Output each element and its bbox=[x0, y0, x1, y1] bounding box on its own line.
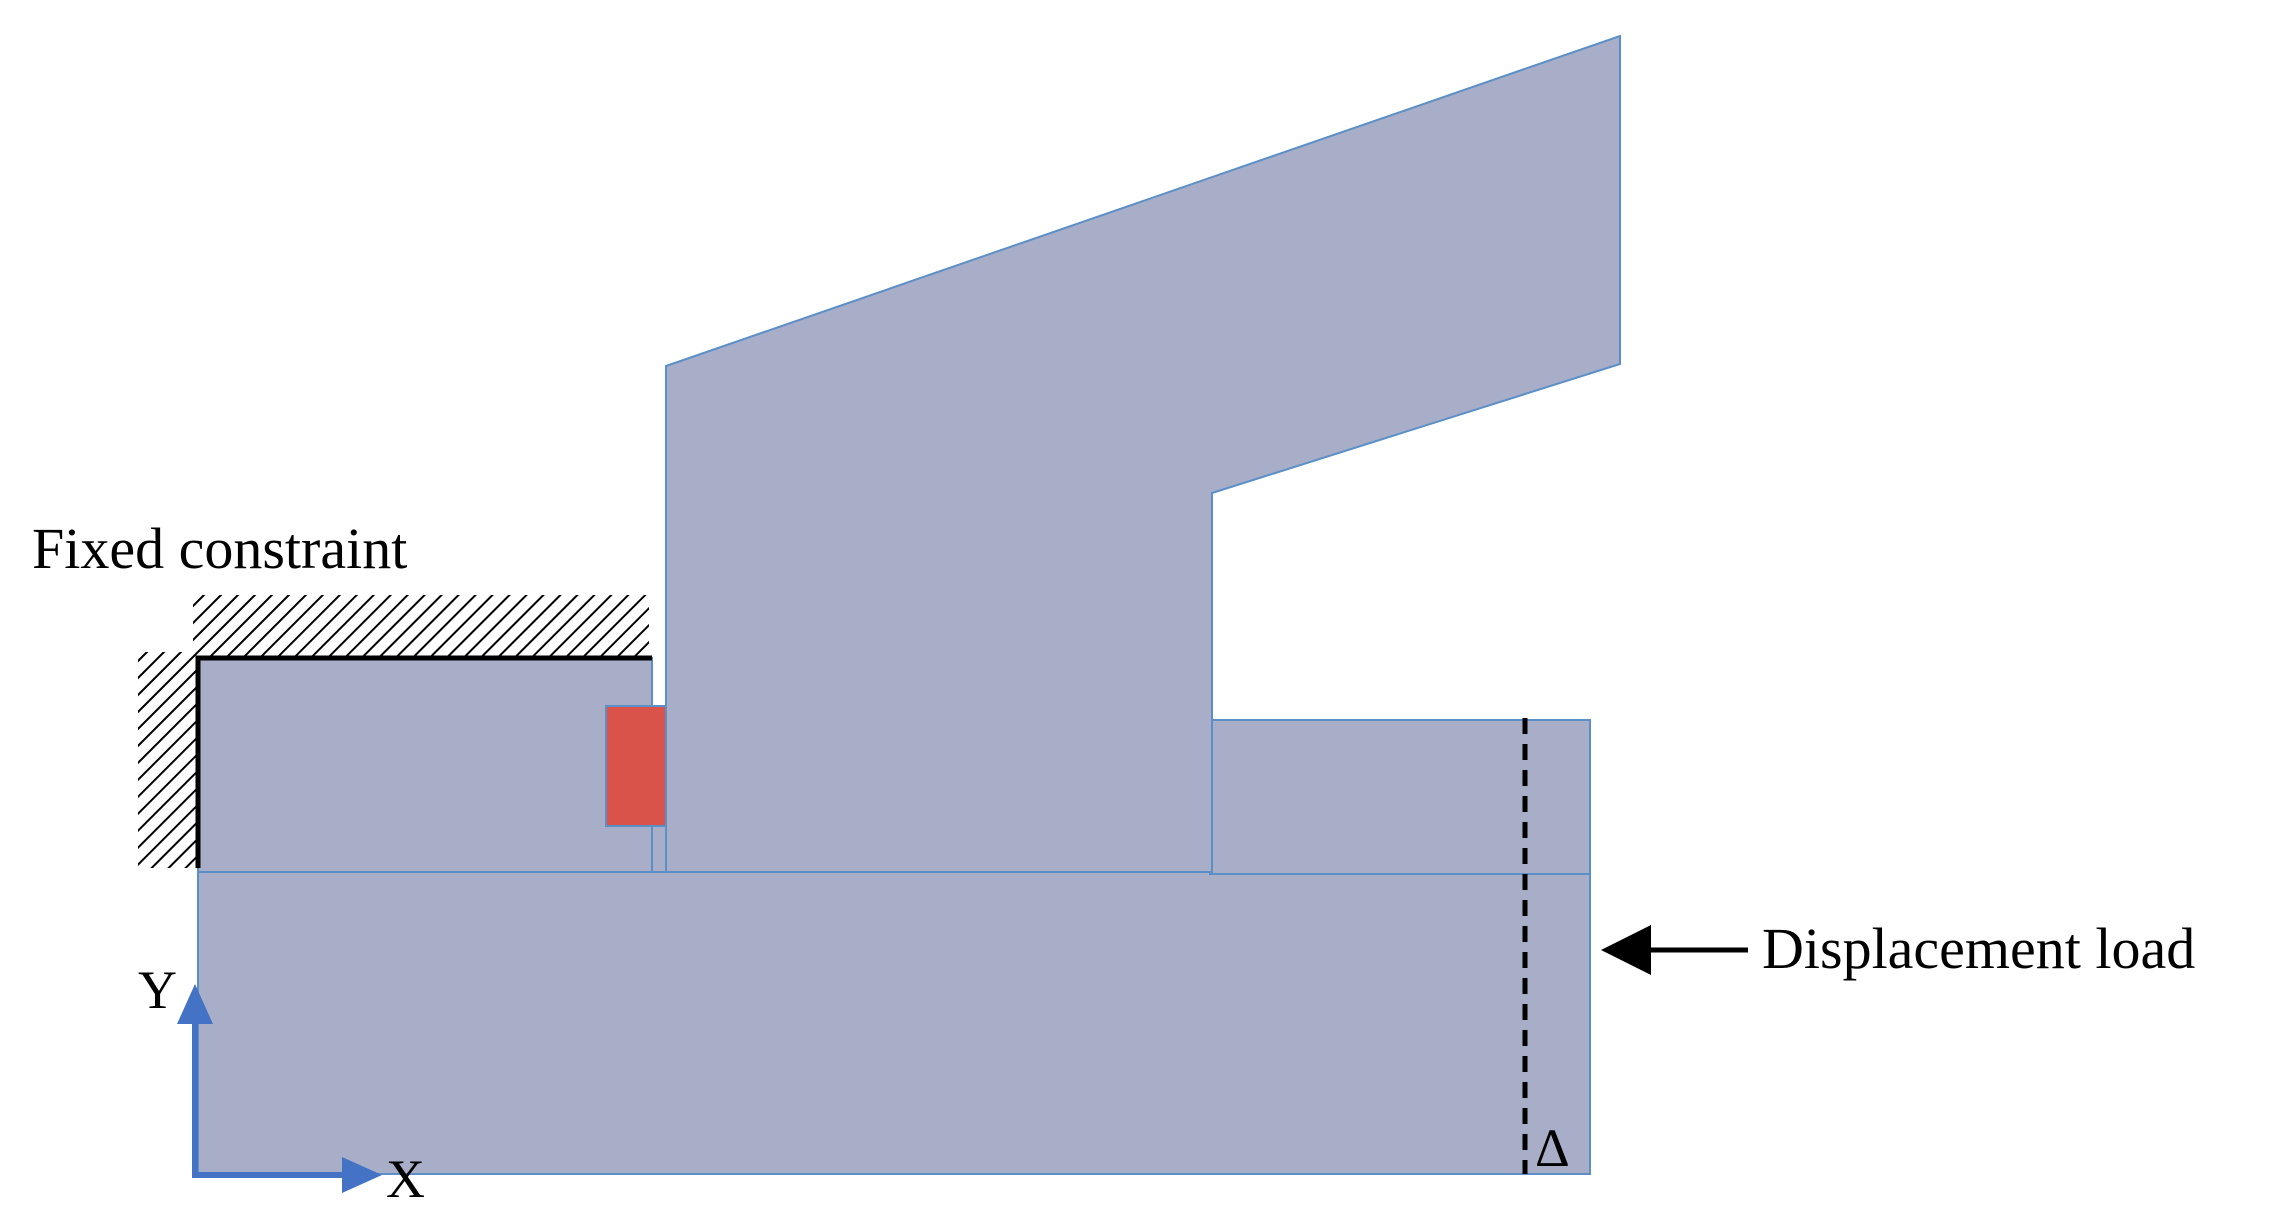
y-axis-arrowhead bbox=[177, 984, 213, 1024]
hatch-left bbox=[138, 652, 198, 868]
step-block bbox=[1209, 719, 1591, 875]
delta-label: Δ bbox=[1535, 1118, 1570, 1178]
red-insert bbox=[605, 705, 667, 827]
fixed-constraint-label: Fixed constraint bbox=[32, 516, 407, 581]
notch-tab bbox=[651, 825, 667, 873]
axis-x-label: X bbox=[386, 1149, 425, 1209]
x-axis-arrowhead bbox=[342, 1157, 382, 1193]
inclined-arm bbox=[665, 34, 1621, 873]
hatch-top bbox=[193, 595, 649, 658]
axis-y-label: Y bbox=[138, 960, 177, 1020]
fixed-constraint-edge bbox=[195, 655, 652, 868]
constrained-block bbox=[197, 657, 653, 873]
base-plate bbox=[197, 871, 1591, 1175]
displacement-load-label: Displacement load bbox=[1762, 916, 2195, 981]
